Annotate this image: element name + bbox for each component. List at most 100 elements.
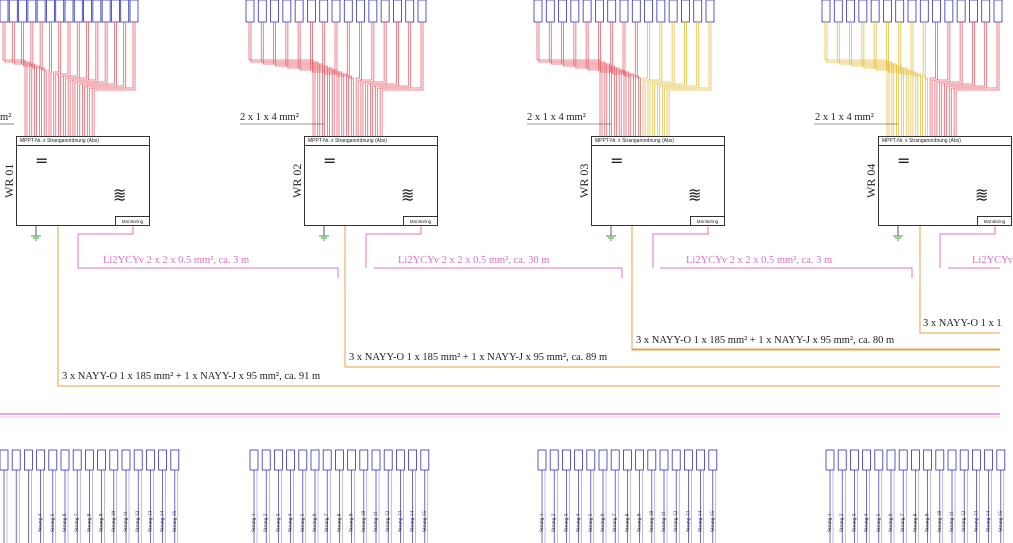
- module-top: [27, 0, 37, 23]
- dc-string-line: [11, 22, 31, 136]
- module-top: [270, 0, 279, 23]
- dc-string-line: [67, 22, 87, 136]
- inverter-header: MPPT-Nr. x Stranganordnung (Abs): [305, 137, 437, 146]
- dc-string-line: [297, 22, 333, 136]
- module-top: [343, 0, 353, 23]
- dc-string-line: [573, 22, 615, 136]
- dc-string-line: [950, 22, 988, 136]
- module-bottom: [911, 449, 920, 471]
- module-bottom: [959, 449, 969, 471]
- module-top: [883, 0, 892, 23]
- inverter-name-wr01: WR 01: [2, 163, 16, 198]
- dc-string-line: [23, 22, 37, 136]
- module-bottom: [408, 449, 418, 471]
- ac-symbol-icon: ≈≈: [688, 182, 701, 207]
- module-bottom: [261, 449, 271, 471]
- string-label: Strang 7: [900, 513, 906, 532]
- string-label: Strang 3: [851, 513, 857, 532]
- module-bottom: [359, 449, 369, 471]
- dc-string-line: [561, 22, 610, 136]
- module-top: [8, 0, 18, 23]
- module-top: [55, 0, 65, 23]
- dc-string-line: [953, 22, 998, 136]
- module-bottom: [85, 449, 94, 471]
- module-bottom: [72, 449, 82, 471]
- module-top: [956, 0, 966, 23]
- module-bottom: [696, 449, 705, 471]
- ac-cable-label-wr04: 3 x NAYY-O 1 x 1: [923, 318, 1002, 329]
- dc-string-line: [944, 22, 973, 136]
- dc-cable-label-partial: m²: [0, 112, 12, 123]
- module-top: [607, 0, 617, 23]
- module-top: [582, 0, 592, 23]
- module-bottom: [322, 449, 332, 471]
- ac-cable-label-wr02: 3 x NAYY-O 1 x 185 mm² + 1 x NAYY-J x 95…: [349, 352, 608, 363]
- string-label: Strang 10: [937, 511, 943, 532]
- module-top: [895, 0, 905, 23]
- module-bottom: [36, 449, 45, 471]
- string-label: Strang 1: [251, 513, 257, 532]
- module-bottom: [537, 449, 547, 471]
- module-top: [919, 0, 929, 23]
- module-top: [101, 0, 111, 23]
- string-label: Strang 10: [649, 511, 655, 532]
- ac-symbol-icon: ≈≈: [975, 182, 988, 207]
- dc-string-line: [659, 22, 687, 136]
- module-top: [619, 0, 629, 23]
- module-top: [111, 0, 120, 23]
- dc-string-line: [948, 22, 986, 136]
- module-top: [858, 0, 868, 23]
- dc-string-line: [93, 22, 136, 136]
- module-top: [92, 0, 102, 23]
- string-label: Strang 6: [600, 513, 606, 532]
- dc-string-line: [610, 22, 630, 136]
- string-label: Strang 14: [160, 511, 166, 532]
- string-label: Strang 10: [111, 511, 117, 532]
- inverter-header: MPPT-Nr. x Stranganordnung (Abs): [17, 137, 149, 146]
- inverter-wr02: MPPT-Nr. x Stranganordnung (Abs) Monitor…: [304, 136, 438, 226]
- dc-string-line: [53, 22, 60, 136]
- dc-string-line: [322, 22, 343, 136]
- inverter-wr03: MPPT-Nr. x Stranganordnung (Abs) Monitor…: [591, 136, 725, 226]
- module-bottom: [886, 449, 896, 471]
- string-label: Strang 13: [397, 511, 403, 532]
- monitoring-port: Monitoring: [690, 216, 724, 225]
- dc-string-line: [642, 22, 648, 136]
- ac-symbol-icon: ≈≈: [401, 182, 414, 207]
- module-top: [705, 0, 715, 23]
- string-label: Strang 15: [422, 511, 428, 532]
- module-bottom: [837, 449, 847, 471]
- data-cable-label-wr04: Li2YCYv: [972, 255, 1013, 266]
- dc-string-line: [668, 22, 712, 136]
- module-top: [644, 0, 653, 23]
- dc-string-line: [58, 22, 69, 136]
- module-bottom: [574, 449, 583, 471]
- ac-cable-line: [57, 226, 1000, 387]
- string-label: Strang 4: [864, 513, 870, 532]
- string-label: Strang 11: [949, 511, 955, 532]
- module-bottom: [97, 449, 106, 471]
- module-bottom: [647, 449, 657, 471]
- module-top: [257, 0, 267, 23]
- module-top: [681, 0, 690, 23]
- module-bottom: [862, 449, 871, 471]
- module-top: [368, 0, 378, 23]
- dc-symbol-icon: =: [323, 151, 337, 170]
- ac-cable-label-wr03: 3 x NAYY-O 1 x 185 mm² + 1 x NAYY-J x 95…: [636, 335, 895, 346]
- dc-string-line: [381, 22, 424, 136]
- dc-symbol-icon: =: [35, 151, 49, 170]
- dc-string-line: [622, 22, 634, 136]
- string-label: Strang 8: [336, 513, 342, 532]
- string-label: Strang 8: [624, 513, 630, 532]
- inverter-name-wr03: WR 03: [577, 163, 591, 198]
- dc-string-line: [324, 22, 345, 136]
- dc-string-line: [929, 22, 936, 136]
- string-label: Strang 14: [410, 511, 416, 532]
- module-bottom: [898, 449, 908, 471]
- dc-string-line: [310, 22, 338, 136]
- dc-string-line: [13, 22, 33, 136]
- monitoring-port: Monitoring: [403, 216, 437, 225]
- dc-string-line: [910, 22, 921, 136]
- module-bottom: [874, 449, 884, 471]
- module-top: [558, 0, 567, 23]
